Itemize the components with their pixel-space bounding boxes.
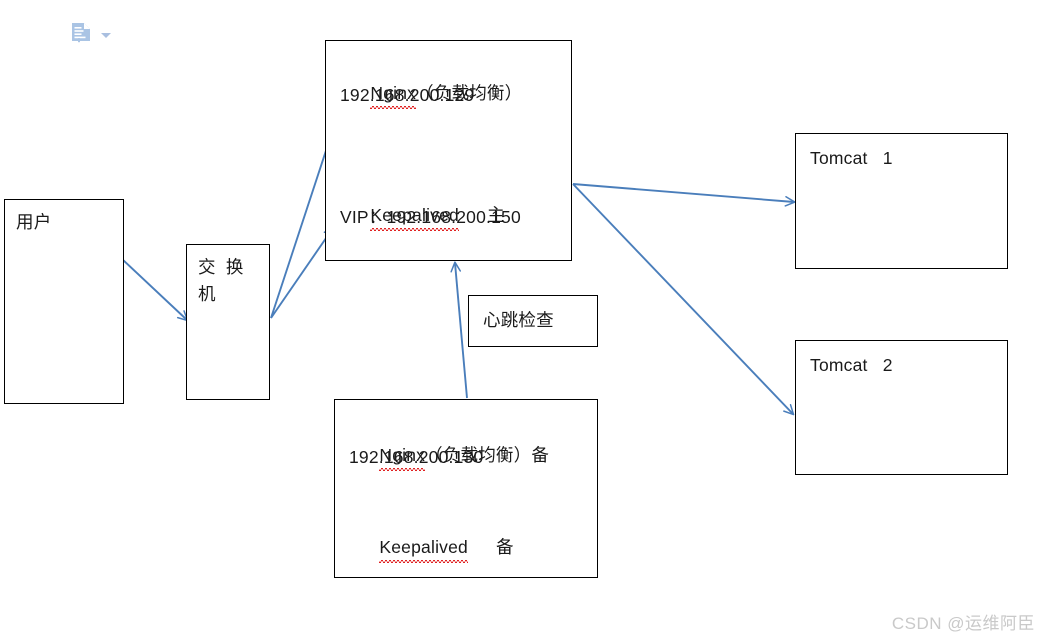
node-switch-label-line2: 机 — [198, 284, 216, 304]
node-switch-label-line1: 交 换 — [198, 257, 244, 277]
nginx-master-keepalived-row: Keepalived 主 — [340, 175, 505, 257]
nginx-backup-keepalived: Keepalived — [379, 534, 468, 564]
nginx-backup-role: 备 — [495, 537, 514, 558]
nginx-master-ip: 192.168.200.129 — [340, 85, 475, 105]
nginx-backup-keepalived-row: Keepalived 备 — [349, 507, 514, 589]
paste-document-icon[interactable] — [70, 22, 92, 48]
nginx-master-role: 主 — [486, 205, 505, 226]
nginx-backup-title-row: Nginx（负载均衡）备 — [349, 415, 549, 497]
chevron-down-icon[interactable] — [101, 33, 111, 38]
nginx-master-title-row: Nginx（负载均衡） — [340, 53, 522, 135]
node-tomcat-1[interactable]: Tomcat 1 — [795, 133, 1008, 269]
nginx-master-title-suffix: （负载均衡） — [416, 83, 523, 104]
nginx-backup-title-suffix: （负载均衡）备 — [425, 445, 550, 466]
connector-nginx-backup-heartbeat-to-master — [450, 261, 468, 399]
nginx-master-vip: VIP：192.168.200.150 — [340, 207, 521, 227]
connector-nginx-master-to-tomcat2 — [572, 183, 795, 416]
nginx-backup-ip: 192.168.200.130 — [349, 447, 484, 467]
node-heartbeat-check[interactable]: 心跳检查 — [468, 295, 598, 347]
nginx-backup-title: Nginx — [379, 442, 425, 472]
node-nginx-backup[interactable]: Nginx（负载均衡）备 192.168.200.130 Keepalived 备 — [334, 399, 598, 578]
connector-nginx-master-to-tomcat1 — [572, 183, 796, 207]
nginx-master-keepalived: Keepalived — [370, 202, 459, 232]
connector-user-to-switch — [121, 258, 189, 322]
node-switch[interactable]: 交 换 机 — [186, 244, 270, 400]
connector-switch-to-nginx-master-lower — [270, 226, 335, 319]
tomcat-2-label: Tomcat 2 — [810, 355, 893, 375]
watermark: CSDN @运维阿臣 — [891, 614, 1035, 633]
node-tomcat-2[interactable]: Tomcat 2 — [795, 340, 1008, 475]
tomcat-1-label: Tomcat 1 — [810, 148, 893, 168]
node-user-label: 用户 — [16, 212, 52, 232]
heartbeat-check-label: 心跳检查 — [483, 310, 554, 330]
nginx-master-title: Nginx — [370, 80, 416, 110]
node-user[interactable]: 用户 — [4, 199, 124, 404]
